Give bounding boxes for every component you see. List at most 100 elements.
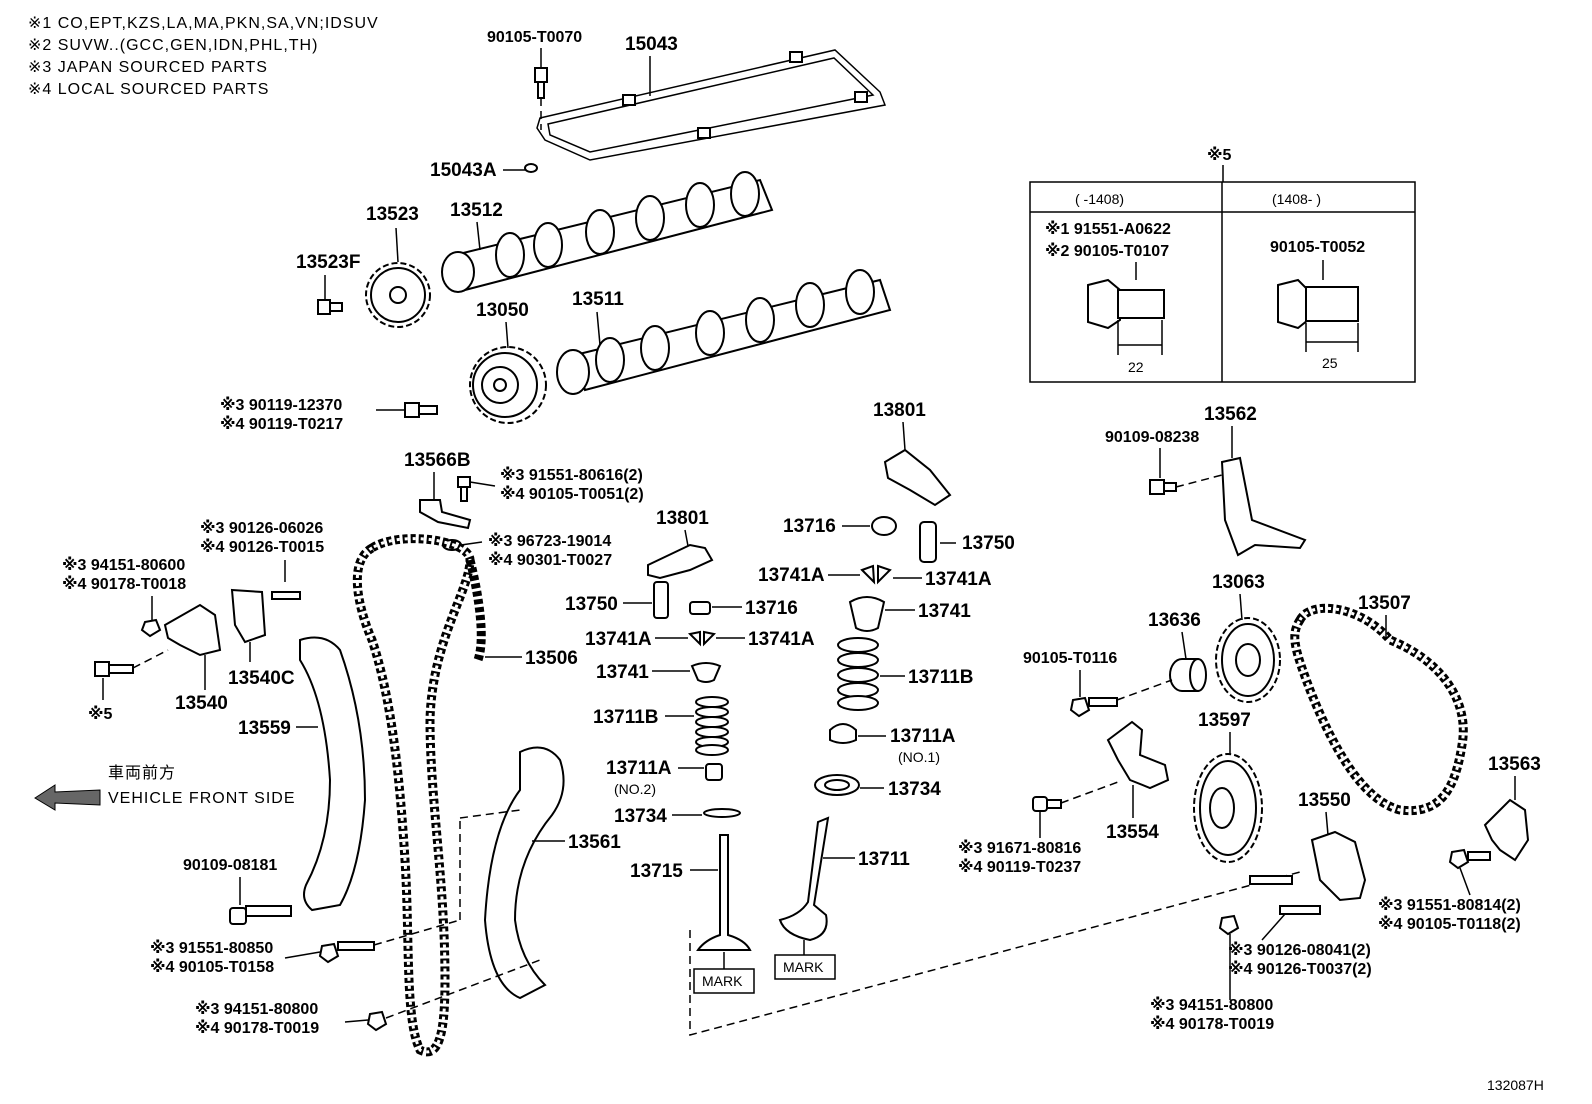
label-13741A-c: 13741A <box>585 629 652 650</box>
diagram-id: 132087H <box>1487 1077 1544 1093</box>
label-13741A-d: 13741A <box>748 629 815 650</box>
part-13561-guide[interactable] <box>483 746 565 1000</box>
part-13507-chain[interactable] <box>1290 603 1468 816</box>
inset-col2-header: (1408- ) <box>1272 191 1321 207</box>
label-13715: 13715 <box>630 861 683 882</box>
label-13636: 13636 <box>1148 610 1201 631</box>
label-91551-80616: ※3 91551-80616(2) <box>500 466 643 484</box>
part-stud-13550-a <box>1249 875 1293 885</box>
part-13511-camshaft[interactable] <box>556 269 892 395</box>
label-13523F: 13523F <box>296 252 360 273</box>
part-13711B-spring-b <box>695 696 729 756</box>
label-13801-a: 13801 <box>873 400 926 421</box>
label-90119-12370: ※3 90119-12370 <box>220 396 342 414</box>
label-13711B-a: 13711B <box>908 667 974 688</box>
part-13597-sprocket[interactable] <box>1193 753 1263 863</box>
part-13540-tensioner[interactable] <box>163 603 222 657</box>
part-13506-chain[interactable] <box>352 534 486 1057</box>
label-13566B: 13566B <box>404 450 471 471</box>
label-15043A: 15043A <box>430 160 497 181</box>
part-15043-gasket[interactable] <box>536 49 887 161</box>
part-13801-rocker-a[interactable] <box>883 448 952 507</box>
part-13715-valve[interactable] <box>696 834 752 951</box>
inset-table: ※5 ( -1408) (1408- ) ※1 91551-A0622 ※2 9… <box>1029 146 1416 383</box>
part-13554-plate[interactable] <box>1106 720 1170 790</box>
part-13050-vvt-gear[interactable] <box>469 346 547 424</box>
part-13711A-seat-b <box>705 763 723 781</box>
part-13741-retainer-b <box>690 662 722 683</box>
part-13741A-keeper-b <box>877 564 892 585</box>
label-94151-80600: ※3 94151-80600 <box>62 556 185 574</box>
direction-en: VEHICLE FRONT SIDE <box>108 790 296 807</box>
bolt-91551-80616 <box>457 476 496 502</box>
part-13540C-gasket[interactable] <box>230 588 267 644</box>
part-13523-sprocket[interactable] <box>365 262 431 328</box>
label-91551-80850: ※3 91551-80850 <box>150 939 273 957</box>
label-13711A-b-sub: (NO.2) <box>614 781 656 797</box>
inset-mark: ※5 <box>1207 146 1232 164</box>
label-90105-T0070: 90105-T0070 <box>487 29 582 46</box>
part-13734-washer-b <box>703 808 741 818</box>
part-13559-slipper[interactable] <box>299 636 367 912</box>
bolt-s5-left <box>94 649 169 677</box>
label-13597: 13597 <box>1198 710 1251 731</box>
label-s5-left: ※5 <box>88 705 113 723</box>
bolt-91551-80850 <box>318 809 521 964</box>
label-94151-80800-a: ※3 94151-80800 <box>195 1000 318 1018</box>
part-13562-guide[interactable] <box>1220 456 1307 557</box>
label-13750-a: 13750 <box>962 533 1015 554</box>
direction-jp: 車両前方 <box>108 764 176 782</box>
inset-col2-line1: 90105-T0052 <box>1270 239 1365 256</box>
label-13540: 13540 <box>175 693 228 714</box>
part-13741A-keeper-a <box>860 564 876 585</box>
part-nut-94151-80600 <box>140 618 162 638</box>
part-13512-camshaft[interactable] <box>441 171 774 293</box>
label-13540C: 13540C <box>228 668 295 689</box>
label-15043: 15043 <box>625 34 678 55</box>
part-nut-94151-80800-b <box>1218 914 1240 936</box>
label-13716-a: 13716 <box>783 516 836 537</box>
label-13741A-b: 13741A <box>925 569 992 590</box>
label-13741A-a: 13741A <box>758 565 825 586</box>
note-1: ※1 CO,EPT,KZS,LA,MA,PKN,SA,VN;IDSUV <box>28 15 379 32</box>
bolt-90109-08238 <box>1149 474 1223 495</box>
label-90126-T0037: ※4 90126-T0037(2) <box>1228 960 1372 978</box>
part-13550-tensioner[interactable] <box>1310 830 1367 902</box>
label-13711A-a-sub: (NO.1) <box>898 749 940 765</box>
part-13801-rocker-b[interactable] <box>647 543 714 580</box>
label-13734-b: 13734 <box>614 806 667 827</box>
part-13716-shim-b <box>689 601 711 615</box>
label-13734-a: 13734 <box>888 779 941 800</box>
label-96723-19014: ※3 96723-19014 <box>488 532 611 550</box>
part-13563-bracket[interactable] <box>1483 798 1530 862</box>
label-90126-T0015: ※4 90126-T0015 <box>200 538 324 556</box>
label-13561: 13561 <box>568 832 621 853</box>
label-13801-b: 13801 <box>656 508 709 529</box>
label-13050: 13050 <box>476 300 529 321</box>
part-13566B-bracket[interactable] <box>419 499 472 530</box>
label-90126-08041: ※3 90126-08041(2) <box>1228 941 1371 959</box>
label-13711A-a: 13711A <box>890 726 956 747</box>
label-13063: 13063 <box>1212 572 1265 593</box>
part-13063-sprocket[interactable] <box>1215 617 1281 703</box>
note-2: ※2 SUVW..(GCC,GEN,IDN,PHL,TH) <box>28 37 318 54</box>
label-90105-T0116: 90105-T0116 <box>1023 650 1117 667</box>
label-90178-T0018: ※4 90178-T0018 <box>62 575 186 593</box>
label-13511: 13511 <box>572 289 624 310</box>
label-13741-a: 13741 <box>918 601 971 622</box>
part-13711A-seat-a <box>829 723 857 744</box>
connector-dash <box>689 871 1301 1036</box>
label-13750-b: 13750 <box>565 594 618 615</box>
inset-col1-line2: ※2 90105-T0107 <box>1045 242 1169 260</box>
part-13636-collar[interactable] <box>1169 658 1207 692</box>
label-90178-T0019-a: ※4 90178-T0019 <box>195 1019 319 1037</box>
label-13711: 13711 <box>858 849 910 870</box>
part-13741-retainer-a <box>848 596 886 632</box>
bolt-90109-08181 <box>229 905 292 925</box>
label-90109-08181: 90109-08181 <box>183 857 277 874</box>
part-13716-shim-a <box>871 516 897 536</box>
part-13711-valve[interactable] <box>778 816 830 942</box>
inset-dim-2: 25 <box>1322 355 1338 371</box>
